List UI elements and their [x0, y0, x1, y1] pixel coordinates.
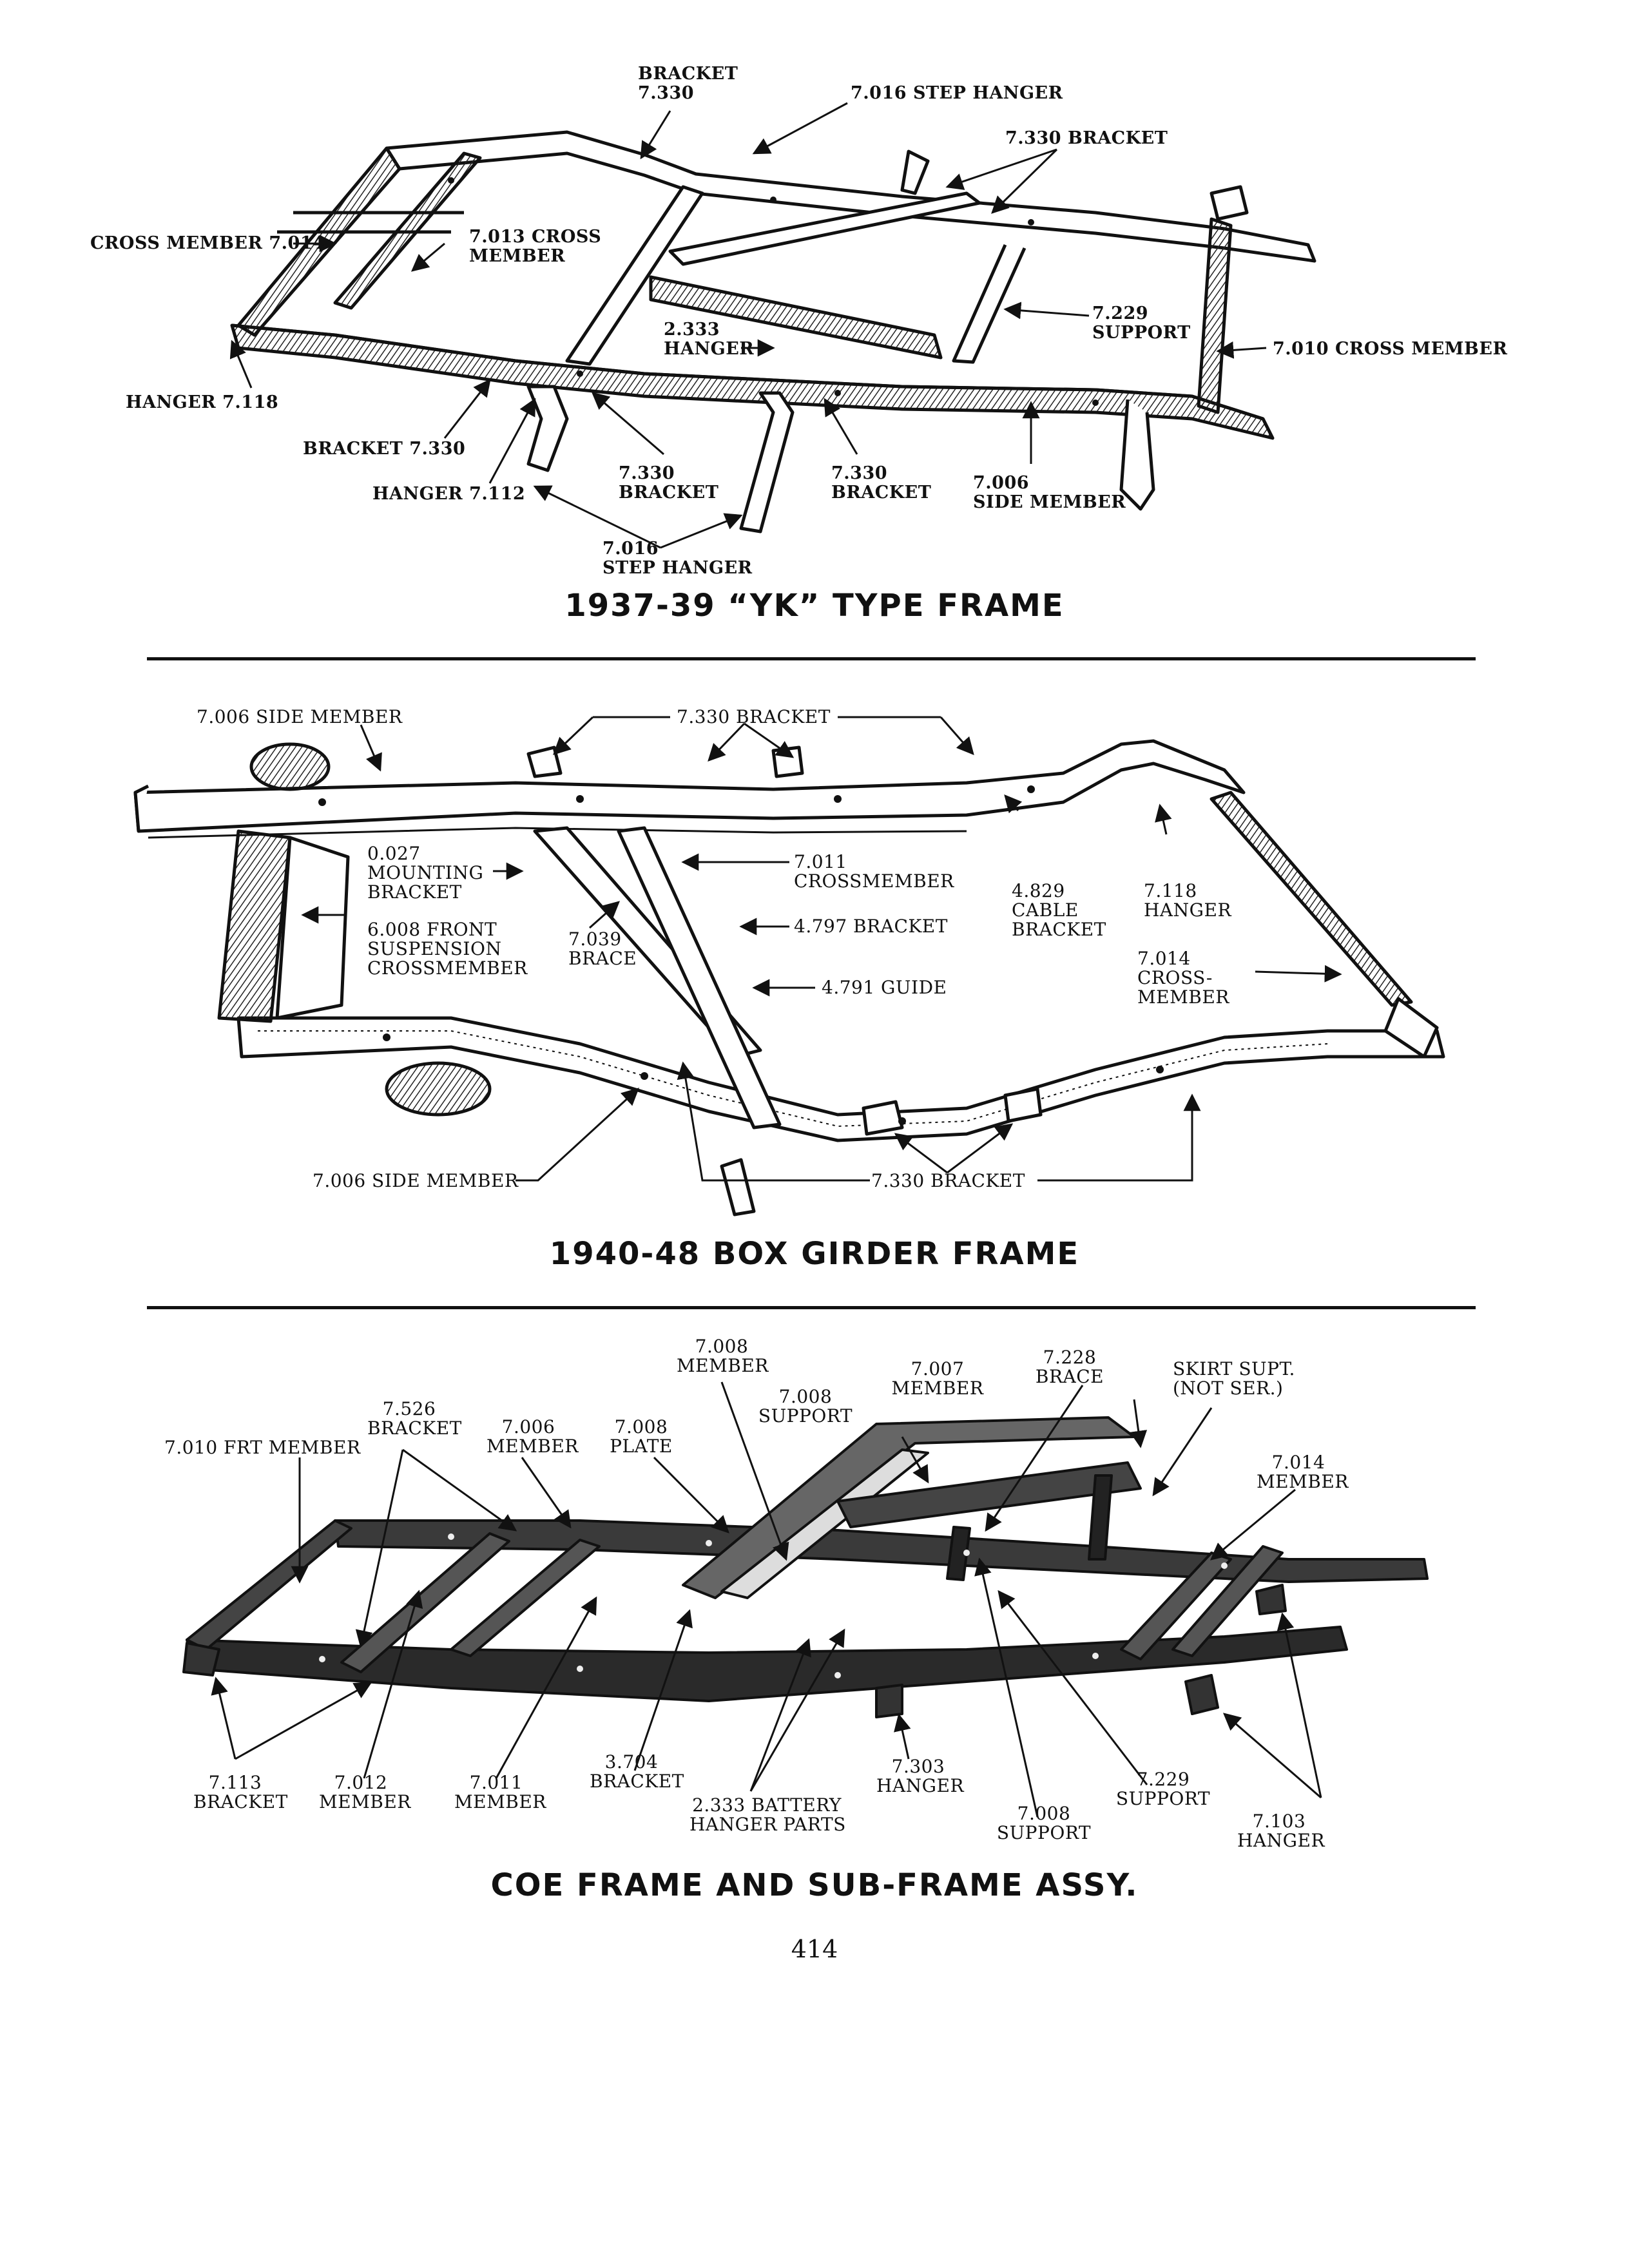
- label-cross-member-7014: 7.014 CROSS- MEMBER: [1137, 948, 1229, 1008]
- label-plate-7008: 7.008 PLATE: [610, 1416, 673, 1457]
- label-hanger-7303: 7.303 HANGER: [876, 1756, 965, 1796]
- coe-leader-lines: [211, 1381, 1322, 1818]
- label-support-7229: 7.229 SUPPORT: [1092, 303, 1191, 343]
- label-member-7006: 7.006 MEMBER: [487, 1416, 579, 1457]
- figure-title-coe-frame: COE FRAME AND SUB-FRAME ASSY.: [490, 1867, 1139, 1903]
- label-bracket-7330-mid2: 7.330 BRACKET: [831, 463, 932, 503]
- label-bracket-7526: 7.526 BRACKET: [367, 1398, 462, 1439]
- section-divider: [147, 1306, 1476, 1309]
- label-step-hanger-7016-bottom: 7.016 STEP HANGER: [602, 539, 753, 578]
- label-hanger-7118: 7.118 HANGER: [1144, 880, 1232, 921]
- label-hanger-2333: 2.333 HANGER: [664, 320, 755, 359]
- label-front-suspension-6008: 6.008 FRONT SUSPENSION CROSSMEMBER: [367, 919, 528, 979]
- figure-title-box-girder-frame: 1940-48 BOX GIRDER FRAME: [549, 1236, 1080, 1272]
- label-bracket-7330-left: BRACKET 7.330: [303, 439, 466, 459]
- label-bracket-3704: 3.704 BRACKET: [590, 1751, 684, 1792]
- label-support-7008-bottom: 7.008 SUPPORT: [996, 1803, 1092, 1843]
- yk-frame-drawing: [230, 130, 1316, 533]
- label-bracket-7330-mid1: 7.330 BRACKET: [619, 463, 719, 503]
- label-hanger-7118: HANGER 7.118: [126, 392, 279, 412]
- label-cross-member-7014: CROSS MEMBER 7.014: [90, 233, 325, 253]
- label-hanger-7112: HANGER 7.112: [372, 484, 526, 504]
- label-brace-7039: 7.039 BRACE: [568, 928, 637, 969]
- coe-frame-drawing: [182, 1416, 1429, 1718]
- label-bracket-7113: 7.113 BRACKET: [193, 1772, 288, 1812]
- label-member-7011: 7.011 MEMBER: [454, 1772, 546, 1812]
- figure-title-yk-frame: 1937-39 “YK” TYPE FRAME: [564, 588, 1065, 624]
- label-side-member-7006-bottom: 7.006 SIDE MEMBER: [313, 1170, 519, 1191]
- label-brace-7228: 7.228 BRACE: [1035, 1347, 1104, 1387]
- label-support-7008-top: 7.008 SUPPORT: [758, 1386, 853, 1427]
- box-girder-frame-drawing: [133, 739, 1445, 1216]
- yk-leader-lines: [229, 102, 1267, 549]
- label-member-7008: 7.008 MEMBER: [677, 1336, 769, 1376]
- label-hanger-7103: 7.103 HANGER: [1237, 1811, 1325, 1851]
- label-step-hanger-7016-top: 7.016 STEP HANGER: [851, 83, 1063, 103]
- label-bracket-7330-top: BRACKET 7.330: [638, 64, 738, 103]
- label-mounting-bracket-0027: 0.027 MOUNTING BRACKET: [367, 843, 484, 903]
- label-bracket-7330-top-right: 7.330 BRACKET: [1005, 128, 1168, 148]
- label-frt-member-7010: 7.010 FRT MEMBER: [164, 1437, 361, 1458]
- label-support-7229: 7.229 SUPPORT: [1115, 1769, 1211, 1809]
- label-battery-hanger-2333: 2.333 BATTERY HANGER PARTS: [689, 1794, 846, 1835]
- section-divider: [147, 657, 1476, 660]
- label-bracket-7330-top: 7.330 BRACKET: [677, 706, 831, 727]
- label-side-member-7006-top: 7.006 SIDE MEMBER: [197, 706, 403, 727]
- label-member-7014: 7.014 MEMBER: [1257, 1452, 1349, 1492]
- page-number: 414: [791, 1935, 838, 1963]
- label-skirt-support: SKIRT SUPT. (NOT SER.): [1173, 1358, 1295, 1399]
- label-cross-member-7013: 7.013 CROSS MEMBER: [469, 227, 602, 266]
- label-cross-member-7010: 7.010 CROSS MEMBER: [1273, 339, 1508, 359]
- label-crossmember-7011: 7.011 CROSSMEMBER: [794, 851, 954, 892]
- label-guide-4791: 4.791 GUIDE: [822, 977, 947, 998]
- label-bracket-7330-bottom: 7.330 BRACKET: [871, 1170, 1025, 1191]
- label-bracket-4797: 4.797 BRACKET: [794, 916, 948, 937]
- label-side-member-7006: 7.006 SIDE MEMBER: [973, 473, 1126, 512]
- label-cable-bracket-4829: 4.829 CABLE BRACKET: [1012, 880, 1106, 940]
- label-member-7012: 7.012 MEMBER: [319, 1772, 411, 1812]
- box-girder-leader-lines: [301, 716, 1342, 1182]
- label-member-7007: 7.007 MEMBER: [891, 1358, 984, 1399]
